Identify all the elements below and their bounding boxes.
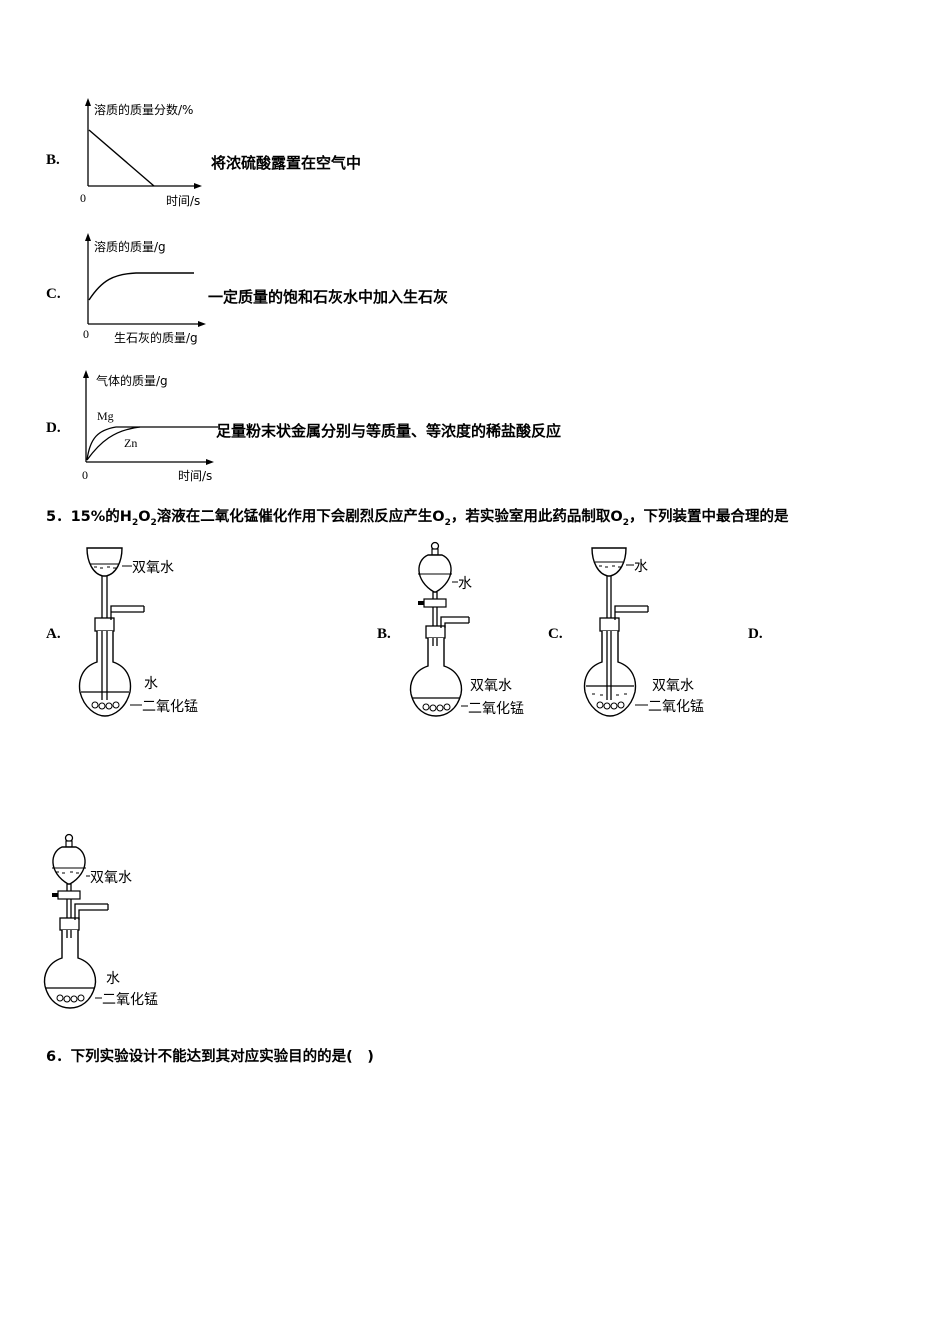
apparatus-d-letter: D.: [748, 626, 763, 642]
option-c-desc: 一定质量的饱和石灰水中加入生石灰: [208, 288, 449, 306]
apparatus-b-solid-label: 二氧化锰: [468, 701, 524, 717]
option-b-desc: 将浓硫酸露置在空气中: [211, 154, 362, 172]
apparatus-c-solid-label: 二氧化锰: [648, 699, 704, 715]
chart-c-ylabel: 溶质的质量/g: [94, 239, 166, 254]
apparatus-a-water-label: 水: [144, 676, 158, 692]
apparatus-b-funnel-label: 水: [458, 576, 472, 592]
chart-c-line: [88, 272, 194, 301]
chart-d-origin: 0: [82, 468, 88, 482]
chart-d-legend-mg: Mg: [97, 409, 114, 423]
chart-d-xlabel: 时间/s: [178, 469, 212, 483]
chart-c-origin: 0: [83, 327, 89, 341]
apparatus-d-solid-label: 二氧化锰: [102, 992, 158, 1008]
chart-b-origin: 0: [80, 191, 86, 205]
apparatus-a: 双氧水 水 二氧化锰: [78, 547, 198, 717]
option-d-desc: 足量粉末状金属分别与等质量、等浓度的稀盐酸反应: [216, 422, 562, 440]
chart-d-series-mg: [86, 426, 218, 461]
chart-d-ylabel: 气体的质量/g: [96, 373, 168, 388]
option-b-letter: B.: [46, 152, 60, 168]
apparatus-c-water-label: 双氧水: [652, 678, 694, 694]
apparatus-b: 水 双氧水 二氧化锰: [409, 541, 524, 717]
question-6-text: 6．下列实验设计不能达到其对应实验目的的是( ): [46, 1049, 374, 1065]
chart-b-xlabel: 时间/s: [166, 194, 200, 208]
question-5-text: 5．15%的H2O2溶液在二氧化锰催化作用下会剧烈反应产生O2，若实验室用此药品…: [46, 509, 789, 528]
apparatus-b-letter: B.: [377, 626, 391, 642]
chart-b: 溶质的质量分数/% 0 时间/s: [80, 98, 202, 208]
chart-b-line: [88, 129, 155, 187]
apparatus-c: 水 双氧水 二氧化锰: [583, 547, 704, 717]
apparatus-a-funnel-label: 双氧水: [132, 560, 174, 576]
apparatus-d-funnel-label: 双氧水: [90, 870, 132, 886]
chart-c-xlabel: 生石灰的质量/g: [114, 330, 198, 345]
apparatus-a-letter: A.: [46, 626, 61, 642]
chart-c: 溶质的质量/g 0 生石灰的质量/g: [83, 233, 206, 345]
apparatus-a-solid-label: 二氧化锰: [142, 699, 198, 715]
apparatus-c-letter: C.: [548, 626, 563, 642]
apparatus-d: 双氧水 水 二氧化锰: [43, 833, 158, 1009]
apparatus-b-water-label: 双氧水: [470, 678, 512, 694]
chart-d-series-zn: [86, 426, 141, 461]
option-d-letter: D.: [46, 420, 61, 436]
option-c-letter: C.: [46, 286, 61, 302]
chart-b-ylabel: 溶质的质量分数/%: [94, 102, 193, 117]
apparatus-c-funnel-label: 水: [634, 559, 648, 575]
chart-d: 气体的质量/g Mg Zn 0 时间/s: [82, 370, 218, 483]
apparatus-d-water-label: 水: [106, 971, 120, 987]
chart-d-legend-zn: Zn: [124, 436, 137, 450]
